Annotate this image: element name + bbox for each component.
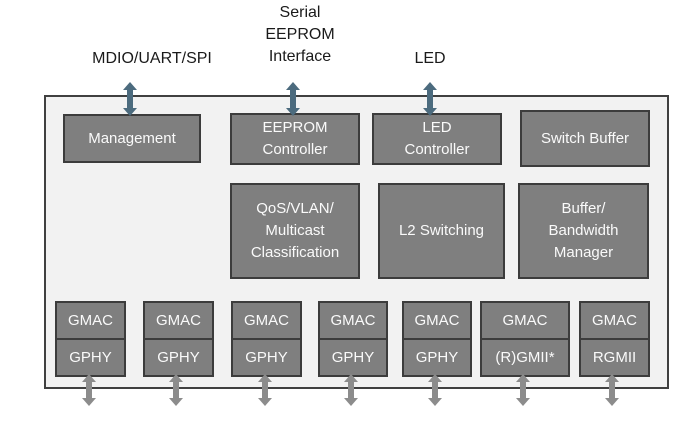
port1-bidirectional-arrow-icon (82, 374, 96, 406)
gphy-label: GPHY (233, 338, 300, 375)
eeprom-bidirectional-arrow-icon (286, 82, 300, 116)
gmac-label: GMAC (320, 303, 386, 338)
gmac-label: GMAC (482, 303, 568, 338)
port-block-2: GMAC GPHY (143, 301, 214, 377)
port-block-1: GMAC GPHY (55, 301, 126, 377)
port7-bidirectional-arrow-icon (605, 374, 619, 406)
port-block-6: GMAC (R)GMII* (480, 301, 570, 377)
port5-bidirectional-arrow-icon (428, 374, 442, 406)
mdio-bidirectional-arrow-icon (123, 82, 137, 116)
block-led-controller: LED Controller (372, 113, 502, 165)
port4-bidirectional-arrow-icon (344, 374, 358, 406)
gmac-label: GMAC (145, 303, 212, 338)
chip-outline: Management EEPROM Controller LED Control… (44, 95, 669, 389)
gmac-label: GMAC (581, 303, 648, 338)
block-switch-buffer: Switch Buffer (520, 110, 650, 167)
gmac-label: GMAC (404, 303, 470, 338)
gphy-label: GPHY (57, 338, 124, 375)
port6-bidirectional-arrow-icon (516, 374, 530, 406)
block-management: Management (63, 114, 201, 163)
led-label: LED (380, 48, 480, 70)
port-block-3: GMAC GPHY (231, 301, 302, 377)
gphy-label: GPHY (145, 338, 212, 375)
block-buffer-bandwidth-manager: Buffer/ Bandwidth Manager (518, 183, 649, 279)
port3-bidirectional-arrow-icon (258, 374, 272, 406)
mdio-uart-spi-label: MDIO/UART/SPI (62, 48, 242, 70)
serial-eeprom-interface-label: Serial EEPROM Interface (245, 2, 355, 68)
port-block-5: GMAC GPHY (402, 301, 472, 377)
port-block-7: GMAC RGMII (579, 301, 650, 377)
rgmii-label: (R)GMII* (482, 338, 568, 375)
block-l2-switching: L2 Switching (378, 183, 505, 279)
gmac-label: GMAC (233, 303, 300, 338)
gphy-label: GPHY (404, 338, 470, 375)
port2-bidirectional-arrow-icon (169, 374, 183, 406)
led-bidirectional-arrow-icon (423, 82, 437, 116)
block-qos-vlan-multicast-classification: QoS/VLAN/ Multicast Classification (230, 183, 360, 279)
gmac-label: GMAC (57, 303, 124, 338)
block-eeprom-controller: EEPROM Controller (230, 113, 360, 165)
port-block-4: GMAC GPHY (318, 301, 388, 377)
gphy-label: GPHY (320, 338, 386, 375)
rgmii-label: RGMII (581, 338, 648, 375)
